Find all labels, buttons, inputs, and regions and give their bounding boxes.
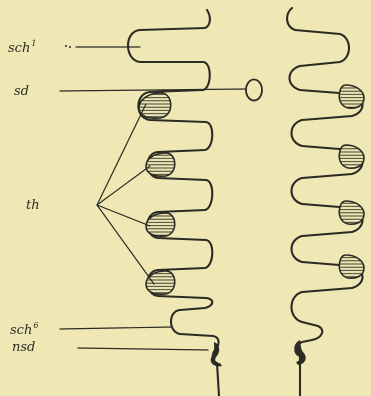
leader-sch6	[60, 327, 172, 329]
label-th-text: th	[26, 198, 40, 213]
right-gland-4-hatching	[339, 255, 364, 278]
leader-th-1	[97, 104, 146, 205]
label-th: th	[26, 199, 40, 212]
leader-nsd	[78, 348, 208, 350]
label-sch1: sch1	[8, 40, 36, 55]
right-dark-mark	[294, 340, 305, 365]
left-gland-1-hatching	[139, 93, 171, 118]
right-gland-1-hatching	[339, 85, 364, 108]
right-gland-2-hatching	[339, 145, 364, 168]
label-sch6-text: sch	[10, 323, 32, 338]
right-gland-3-hatching	[339, 201, 364, 224]
label-sch1-sup: 1	[31, 39, 36, 48]
left-tube-wall	[128, 10, 219, 396]
leader-th-2	[97, 166, 150, 205]
label-nsd: nsd	[12, 341, 35, 354]
label-nsd-text: nsd	[12, 340, 35, 355]
label-sch1-text: sch	[8, 41, 30, 56]
leader-sd	[60, 89, 246, 91]
sch1-dot-1	[65, 45, 67, 47]
sd-oval	[246, 80, 262, 101]
label-sd-text: sd	[14, 84, 29, 99]
sch1-dot-2	[69, 46, 71, 48]
label-sch6: sch6	[10, 322, 38, 337]
label-sch6-sup: 6	[33, 321, 38, 330]
label-sd: sd	[14, 85, 29, 98]
